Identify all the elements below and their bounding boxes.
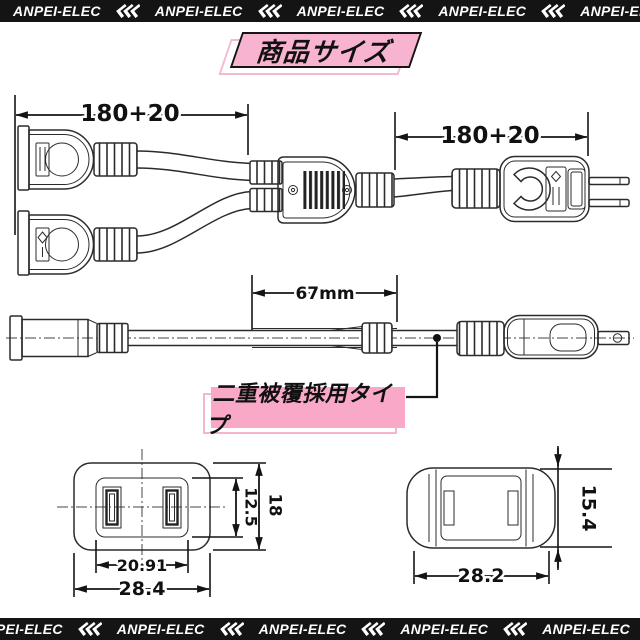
callout-text: 二重被覆採用タイプ — [204, 380, 397, 438]
callout-box: 二重被覆採用タイプ — [205, 381, 405, 438]
banner-segment: ANPEI-ELEC — [257, 3, 400, 19]
brand-text: ANPEI-ELEC — [580, 3, 640, 19]
banner-segment: ANPEI-ELEC — [219, 621, 362, 637]
callout-dot — [433, 334, 441, 342]
cable — [136, 150, 253, 165]
dim-socket-outer-height: 18 — [266, 494, 285, 517]
dim-socket-slot-span: 20.91 — [117, 556, 168, 575]
brand-text: ANPEI-ELEC — [13, 3, 101, 19]
dim-socket-inner-height: 12.5 — [242, 487, 261, 526]
jet-diamond-icon — [37, 231, 48, 244]
brand-text: ANPEI-ELEC — [258, 621, 347, 637]
chevrons-icon — [219, 622, 244, 636]
strain-relief — [96, 322, 129, 354]
chevrons-icon — [503, 622, 528, 636]
chevrons-icon — [541, 4, 566, 18]
jet-diamond-icon — [550, 170, 562, 183]
brand-text: ANPEI-ELEC — [116, 621, 205, 637]
bottom-banner-strip: ANPEI-ELEC ANPEI-ELEC ANPEI-ELEC ANPEI-E… — [0, 621, 640, 637]
plug-blade — [588, 198, 630, 208]
dim-plug-width: 28.2 — [458, 565, 505, 587]
plug-side — [503, 314, 599, 360]
banner-segment: ANPEI-ELEC — [115, 3, 258, 19]
top-banner-strip: ANPEI-ELEC ANPEI-ELEC ANPEI-ELEC ANPEI-E… — [0, 3, 640, 19]
latch-tab — [507, 490, 519, 526]
rating-label — [35, 227, 50, 262]
top-banner: ANPEI-ELEC ANPEI-ELEC ANPEI-ELEC ANPEI-E… — [0, 0, 640, 22]
cable — [393, 189, 453, 198]
dim-socket-outer-width: 28.4 — [119, 578, 166, 600]
banner-segment: ANPEI-ELEC — [503, 621, 640, 637]
brand-text: ANPEI-ELEC — [542, 621, 630, 637]
strain-relief — [451, 168, 501, 209]
strain-relief — [355, 172, 395, 208]
screw-icon — [288, 185, 298, 195]
plug-top-drawing: 15.4 28.2 — [406, 446, 612, 590]
blade-hole — [612, 333, 623, 343]
brand-text: ANPEI-ELEC — [154, 3, 243, 19]
slot — [162, 486, 182, 529]
cable — [136, 207, 253, 254]
plug-top-view — [451, 155, 630, 223]
cable — [136, 190, 253, 237]
chevrons-icon — [399, 4, 424, 18]
cable — [136, 167, 253, 182]
rating-label — [545, 166, 567, 212]
strain-relief — [361, 322, 393, 354]
lower-socket-connector — [17, 210, 138, 276]
socket-front-drawing: 12.5 18 20.91 28.4 — [57, 449, 287, 603]
plug-blade — [597, 330, 630, 346]
dim-right-cord: 180+20 — [440, 123, 539, 149]
brand-text: ANPEI-ELEC — [296, 3, 385, 19]
cord-hook — [512, 167, 551, 211]
page-title: 商品サイズ — [253, 36, 398, 67]
strain-relief — [93, 142, 138, 177]
callout-line — [406, 342, 439, 399]
dim-left-cord: 180+20 — [80, 101, 179, 127]
latch-tab — [443, 490, 455, 526]
banner-segment: ANPEI-ELEC — [399, 3, 541, 19]
upper-socket-connector — [17, 125, 138, 191]
y-cable-drawing: 180+20 180+20 — [14, 95, 630, 276]
chevrons-icon — [257, 4, 282, 18]
dim-plug-height: 15.4 — [578, 485, 600, 532]
brand-text: ANPEI-ELEC — [400, 621, 489, 637]
banner-segment: ANPEI-ELEC — [0, 3, 116, 19]
vent-grille — [301, 171, 345, 209]
banner-segment: ANPEI-ELEC — [77, 621, 220, 637]
title-box: 商品サイズ — [229, 32, 423, 68]
banner-segment: ANPEI-ELEC — [0, 621, 78, 637]
strain-relief — [456, 320, 505, 357]
strain-relief — [93, 227, 138, 262]
bottom-banner: ANPEI-ELEC ANPEI-ELEC ANPEI-ELEC ANPEI-E… — [0, 618, 640, 640]
side-view-drawing: 67mm — [6, 275, 634, 399]
junction-body — [249, 156, 395, 224]
chevrons-icon — [115, 4, 140, 18]
slot — [102, 486, 122, 529]
plug-blade — [588, 176, 630, 186]
brand-text: ANPEI-ELEC — [0, 621, 63, 637]
size-title-banner: 商品サイズ — [218, 32, 423, 75]
strain-relief — [249, 187, 283, 213]
chevrons-icon — [77, 622, 102, 636]
strain-relief — [249, 160, 283, 185]
screw-icon — [342, 185, 352, 195]
banner-segment: ANPEI-ELEC — [361, 621, 503, 637]
brand-text: ANPEI-ELEC — [438, 3, 527, 19]
dim-junction-length: 67mm — [295, 284, 354, 304]
rating-label — [35, 142, 50, 177]
cable — [393, 175, 453, 180]
double-sheath-callout: 二重被覆採用タイプ — [203, 381, 405, 438]
banner-segment: ANPEI-ELEC — [541, 3, 640, 19]
chevrons-icon — [361, 622, 386, 636]
